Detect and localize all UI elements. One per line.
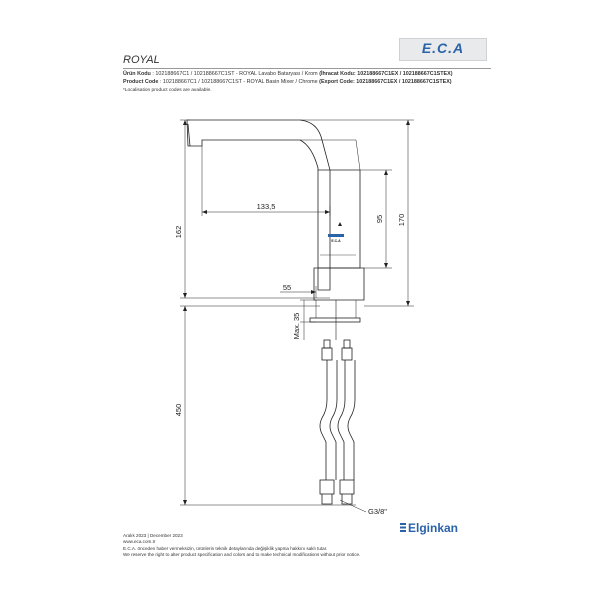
hose-fitting-right xyxy=(341,347,353,361)
hose-fitting-left xyxy=(321,347,333,361)
en-code-line: Product Code : 102188667C1 / 102188667C1… xyxy=(123,79,452,86)
dim-450: 450 xyxy=(174,404,183,417)
localisation-note: *Localisation product codes are availabl… xyxy=(123,88,212,93)
thread-size: G3/8" xyxy=(368,507,387,516)
tr-code-line: Ürün Kodu : 102188667C1 / 102188667C1ST … xyxy=(123,71,453,78)
faucet-badge-text: E.C.A xyxy=(331,239,341,243)
footer-notice-tr: E.C.A. önceden haber vermeksizin, ürünle… xyxy=(123,546,328,551)
dim-95: 95 xyxy=(375,215,384,223)
spout-tip xyxy=(187,123,191,147)
footer-website[interactable]: www.eca.com.tr xyxy=(123,539,156,544)
body-base xyxy=(313,267,365,301)
hose-nut-left xyxy=(319,479,335,495)
dim-1335: 133,5 xyxy=(257,202,276,211)
hose-nut-right xyxy=(339,479,355,495)
hose-left xyxy=(319,360,328,480)
product-name: ROYAL xyxy=(123,54,160,66)
header-rule xyxy=(123,68,491,69)
eca-logo: E.C.A xyxy=(399,38,487,61)
elginkan-brand: Elginkan xyxy=(408,521,459,535)
body-front xyxy=(318,169,361,269)
footer-notice-en: We reserve the right to alter product sp… xyxy=(123,552,361,557)
en-export-code: (Export Code: 102188667C1EX / 102188667C… xyxy=(319,79,452,85)
logo-text: E.C.A xyxy=(421,40,465,56)
tr-export-code: (İhracat Kodu: 102188667C1EX / 102188667… xyxy=(319,71,453,77)
footer-date: Aralık 2023 | December 2023 xyxy=(123,533,183,538)
en-code-value: : 102188667C1 / 102188667C1ST - ROYAL Ba… xyxy=(159,79,318,85)
dim-max35: Max. 35 xyxy=(292,313,301,340)
dim-170: 170 xyxy=(397,214,406,227)
hose-right xyxy=(337,360,346,480)
tr-code-label: Ürün Kodu xyxy=(123,71,151,77)
tr-code-value: : 102188667C1 / 102188667C1ST - ROYAL La… xyxy=(152,71,318,77)
elginkan-mark-icon xyxy=(400,523,406,532)
counter-plate xyxy=(309,317,361,323)
dim-55: 55 xyxy=(283,283,291,292)
dim-162: 162 xyxy=(174,226,183,239)
thread-leader xyxy=(339,499,367,513)
en-code-label: Product Code xyxy=(123,79,159,85)
faucet-badge-bar xyxy=(328,234,344,237)
